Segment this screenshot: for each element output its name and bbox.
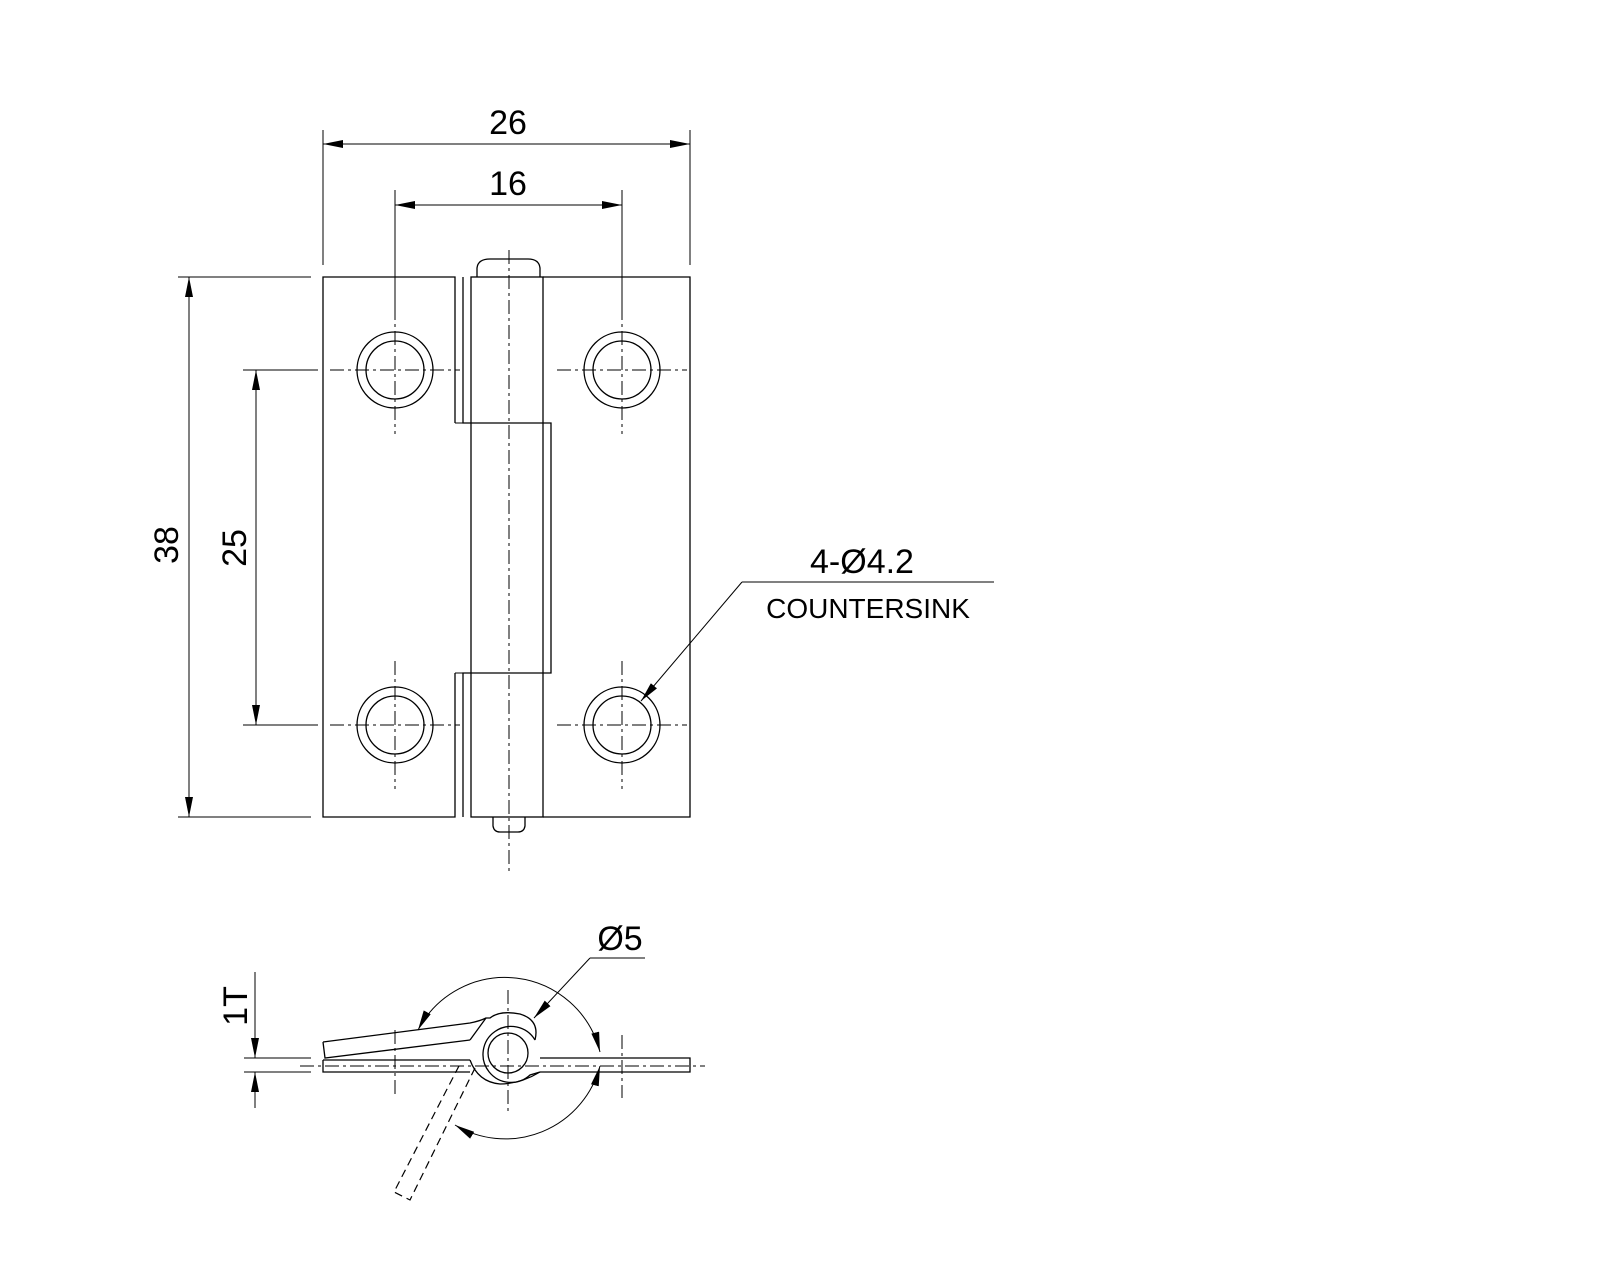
dimension-overall-height: 38: [148, 276, 311, 818]
left-leaf-outline: [322, 276, 456, 818]
hole-callout: 4-Ø4.2 COUNTERSINK: [640, 543, 994, 702]
dimension-hole-spacing-vertical: 25: [216, 369, 318, 726]
hole-top-left: [330, 306, 460, 434]
flat-leaf: [322, 1059, 470, 1073]
hole-top-right: [557, 306, 687, 434]
pin-diameter-label: Ø5: [597, 920, 642, 958]
hinge-knuckle: [470, 276, 544, 818]
rotated-leaf-phantom: [393, 1061, 476, 1201]
rotation-arrow-lower: [454, 1065, 601, 1140]
dimension-label-26: 26: [489, 104, 527, 142]
dimension-hole-spacing-horizontal: 16: [394, 165, 623, 306]
dimension-label-25: 25: [216, 529, 254, 567]
hole-bottom-right: [557, 661, 687, 789]
right-leaf-outline: [543, 276, 691, 818]
knuckle-step: [462, 277, 552, 817]
barrel-lower: [469, 1059, 541, 1085]
dimension-label-16: 16: [489, 165, 527, 203]
barrel-outer: [482, 1025, 541, 1084]
dimension-label-1t: 1T: [217, 986, 255, 1026]
dimension-label-38: 38: [148, 526, 186, 564]
open-leaf-angled: [322, 1017, 487, 1059]
side-view: [300, 976, 705, 1201]
rotation-arrow-upper: [417, 976, 601, 1053]
barrel-curl: [469, 1012, 537, 1041]
front-view: [322, 250, 691, 875]
dimension-thickness: 1T: [217, 972, 311, 1108]
fixed-leaf: [540, 1057, 691, 1073]
dimension-overall-width: 26: [322, 104, 691, 265]
hole-count-diameter-label: 4-Ø4.2: [810, 543, 914, 581]
hole-bottom-left: [330, 661, 460, 789]
countersink-label: COUNTERSINK: [766, 593, 970, 624]
pin-diameter-callout: Ø5: [533, 920, 645, 1019]
